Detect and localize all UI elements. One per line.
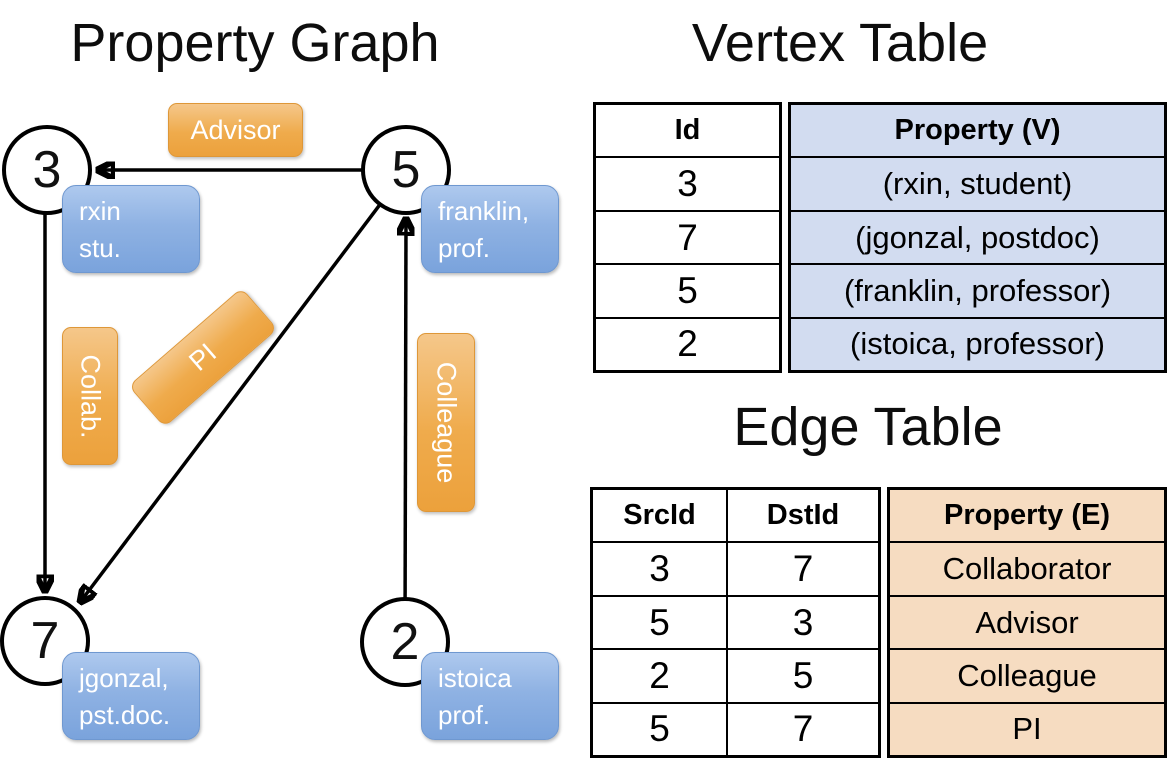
column-header-property-e: Property (E) [944,499,1110,532]
cell-property: Collaborator [942,551,1112,587]
edge-label-text: PI [183,337,223,377]
table-row: 3 7 [593,541,878,595]
vertex-property-box-7: jgonzal, pst.doc. [62,652,200,740]
cell-srcid: 2 [649,654,670,696]
cell-dstid: 5 [726,650,878,702]
table-row: 7 [596,209,779,263]
vertex-property-line: franklin, [438,196,530,226]
table-header-row: Id [596,105,779,156]
cell-id: 2 [677,323,698,365]
table-row: (istoica, professor) [791,316,1164,370]
cell-property: (rxin, student) [882,166,1073,202]
table-row: 3 [596,156,779,209]
table-row: (jgonzal, postdoc) [791,209,1164,263]
vertex-table-title: Vertex Table [691,13,989,73]
edge-table-id-columns: SrcId DstId 3 7 5 3 2 5 5 7 [590,487,881,758]
table-row: 2 5 [593,648,878,702]
cell-dstid: 7 [726,543,878,595]
edge-arrow-5-to-7-pi [81,168,408,601]
table-row: PI [890,701,1164,755]
table-row: 5 7 [593,701,878,756]
vertex-property-line: prof. [438,233,491,263]
vertex-table-id-column: Id 3 7 5 2 [593,102,782,373]
cell-id: 3 [677,163,698,205]
cell-property: Colleague [957,657,1097,693]
vertex-property-line: prof. [438,700,491,730]
vertex-id-label: 5 [391,141,421,199]
table-row: (franklin, professor) [791,263,1164,316]
edge-label-text: Colleague [431,361,462,484]
table-header-row: SrcId DstId [593,490,878,542]
cell-dstid: 7 [726,703,878,756]
cell-property: Advisor [975,604,1079,640]
cell-srcid: 5 [649,601,670,643]
vertex-property-box-3: rxin stu. [62,185,200,273]
vertex-property-box-2: istoica prof. [421,652,559,740]
table-header-row: Property (E) [890,490,1164,541]
vertex-property-box-5: franklin, prof. [421,185,559,273]
table-row: Collaborator [890,541,1164,594]
table-row: 5 3 [593,594,878,649]
vertex-id-label: 7 [30,612,60,670]
vertex-property-line: pst.doc. [79,700,171,730]
vertex-property-line: stu. [79,233,121,263]
cell-property: (istoica, professor) [850,326,1105,362]
edge-label-advisor: Advisor [168,103,303,157]
cell-dstid: 3 [726,596,878,649]
cell-id: 5 [677,269,698,311]
edge-label-text: Advisor [190,114,281,145]
cell-property: PI [1012,711,1042,747]
column-header-id: Id [674,114,701,147]
property-graph-title: Property Graph [70,13,440,73]
cell-property: (franklin, professor) [843,272,1112,308]
edge-table-property-column: Property (E) Collaborator Advisor Collea… [887,487,1167,758]
table-row: Colleague [890,648,1164,701]
edge-table-title: Edge Table [733,397,1003,457]
cell-srcid: 5 [649,708,670,750]
table-header-row: Property (V) [791,105,1164,156]
column-header-property-v: Property (V) [894,114,1061,147]
vertex-node-3: 3 [2,125,92,215]
edge-label-collab: Collab. [62,327,118,465]
edge-arrow-2-to-5-colleague [405,220,406,641]
vertex-property-line: jgonzal, [79,663,169,693]
table-row: 2 [596,316,779,370]
table-row: 5 [596,263,779,316]
vertex-property-line: rxin [79,196,121,226]
vertex-id-label: 2 [390,613,420,671]
edge-label-colleague: Colleague [417,333,475,512]
column-header-dstid: DstId [726,490,878,542]
column-header-srcid: SrcId [623,499,696,532]
cell-srcid: 3 [649,548,670,590]
vertex-property-line: istoica [438,663,512,693]
edge-label-text: Collab. [75,353,106,439]
vertex-id-label: 3 [32,141,62,199]
cell-property: (jgonzal, postdoc) [855,219,1100,255]
table-row: (rxin, student) [791,156,1164,209]
vertex-table-property-column: Property (V) (rxin, student) (jgonzal, p… [788,102,1167,373]
cell-id: 7 [677,216,698,258]
table-row: Advisor [890,594,1164,648]
